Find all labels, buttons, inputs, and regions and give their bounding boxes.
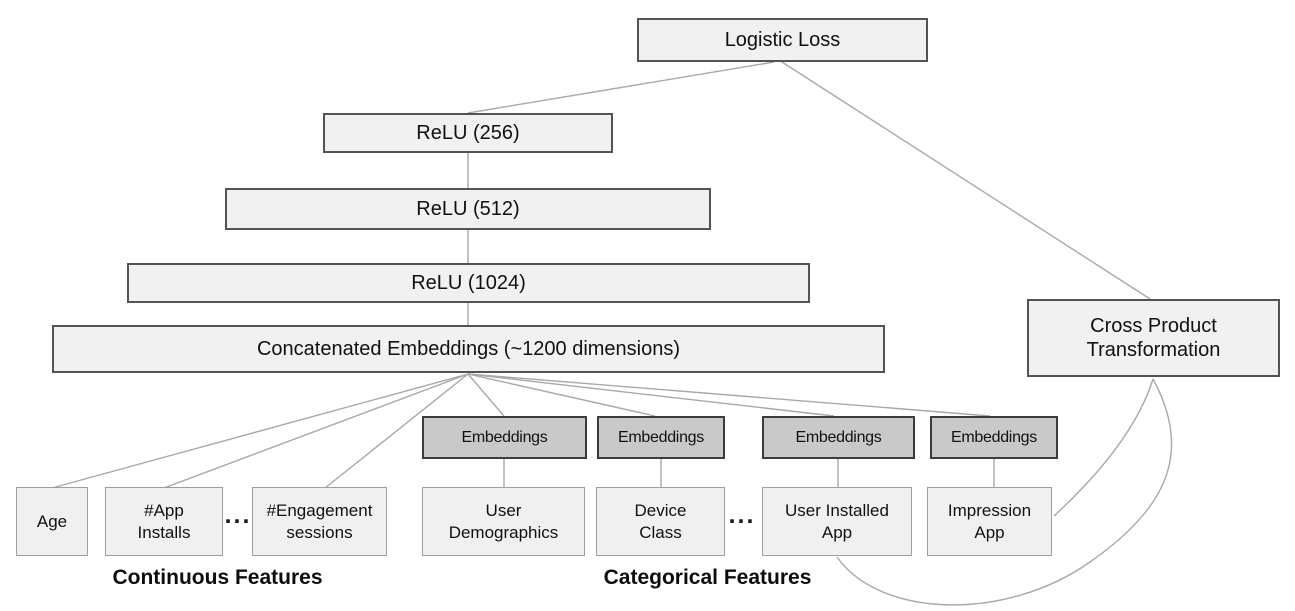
- edge-concat-to-emb4: [467, 373, 991, 417]
- label-categorical-features: Categorical Features: [603, 566, 812, 589]
- node-embeddings-4: Embeddings: [930, 416, 1058, 459]
- node-user-demographics: User Demographics: [422, 487, 585, 556]
- node-age: Age: [16, 487, 88, 556]
- edge-userinstalled-to-cross-product: [836, 378, 1173, 606]
- edge-impression-to-cross-product: [1053, 378, 1154, 517]
- node-relu-256: ReLU (256): [323, 113, 613, 153]
- edge-concat-to-emb1: [467, 373, 505, 417]
- node-cross-product-transformation: Cross Product Transformation: [1027, 299, 1280, 377]
- node-device-class: Device Class: [596, 487, 725, 556]
- edge-loss-to-relu256: [467, 61, 775, 114]
- edge-concat-to-emb3: [467, 373, 835, 417]
- node-app-installs: #App Installs: [105, 487, 223, 556]
- edge-concat-to-app-installs: [163, 373, 469, 489]
- node-embeddings-2: Embeddings: [597, 416, 725, 459]
- node-impression-app: Impression App: [927, 487, 1052, 556]
- ellipsis-continuous: ...: [224, 501, 252, 529]
- node-concatenated-embeddings: Concatenated Embeddings (~1200 dimension…: [52, 325, 885, 373]
- node-engagement-sessions: #Engagement sessions: [252, 487, 387, 556]
- node-user-installed-app: User Installed App: [762, 487, 912, 556]
- node-embeddings-3: Embeddings: [762, 416, 915, 459]
- edge-concat-to-engagement: [324, 373, 469, 489]
- node-relu-512: ReLU (512): [225, 188, 711, 230]
- edge-loss-to-cross-product: [781, 61, 1151, 300]
- ellipsis-categorical: ...: [728, 501, 756, 529]
- edge-concat-to-age: [51, 373, 469, 489]
- label-continuous-features: Continuous Features: [112, 566, 323, 589]
- edge-concat-to-emb2: [467, 373, 656, 417]
- node-relu-1024: ReLU (1024): [127, 263, 810, 303]
- node-embeddings-1: Embeddings: [422, 416, 587, 459]
- node-logistic-loss: Logistic Loss: [637, 18, 928, 62]
